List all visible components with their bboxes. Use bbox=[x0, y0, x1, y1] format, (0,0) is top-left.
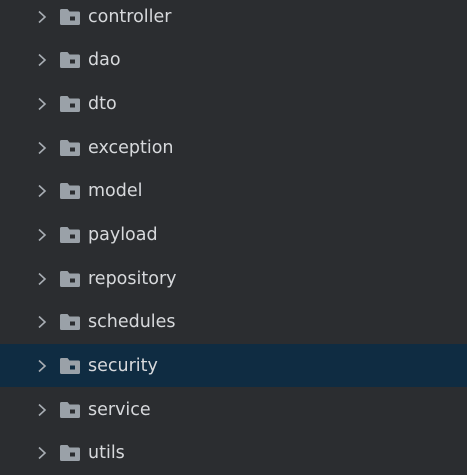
tree-item-dao[interactable]: dao bbox=[0, 39, 467, 82]
tree-item-controller[interactable]: controller bbox=[0, 0, 467, 38]
folder-package-icon bbox=[59, 401, 81, 419]
tree-item-schedules[interactable]: schedules bbox=[0, 301, 467, 344]
chevron-right-icon[interactable] bbox=[35, 446, 49, 460]
folder-package-icon bbox=[59, 313, 81, 331]
tree-item-service[interactable]: service bbox=[0, 388, 467, 431]
folder-package-icon bbox=[59, 8, 81, 26]
folder-package-icon bbox=[59, 357, 81, 375]
tree-item-repository[interactable]: repository bbox=[0, 257, 467, 300]
chevron-right-icon[interactable] bbox=[35, 10, 49, 24]
tree-item-exception[interactable]: exception bbox=[0, 126, 467, 169]
tree-item-label: dto bbox=[88, 93, 117, 114]
tree-item-label: service bbox=[88, 399, 151, 420]
tree-item-label: exception bbox=[88, 137, 174, 158]
folder-package-icon bbox=[59, 226, 81, 244]
folder-package-icon bbox=[59, 182, 81, 200]
tree-item-label: dao bbox=[88, 50, 121, 70]
folder-package-icon bbox=[59, 444, 81, 462]
chevron-right-icon[interactable] bbox=[35, 359, 49, 373]
tree-item-label: utils bbox=[88, 443, 125, 463]
chevron-right-icon[interactable] bbox=[35, 403, 49, 417]
chevron-right-icon[interactable] bbox=[35, 141, 49, 155]
tree-item-label: schedules bbox=[88, 312, 176, 332]
chevron-right-icon[interactable] bbox=[35, 97, 49, 111]
tree-item-model[interactable]: model bbox=[0, 170, 467, 213]
chevron-right-icon[interactable] bbox=[35, 184, 49, 198]
tree-item-label: repository bbox=[88, 268, 177, 289]
tree-item-label: model bbox=[88, 181, 143, 201]
tree-item-label: payload bbox=[88, 225, 158, 245]
folder-package-icon bbox=[59, 270, 81, 288]
tree-item-label: controller bbox=[88, 6, 172, 27]
chevron-right-icon[interactable] bbox=[35, 53, 49, 67]
tree-item-dto[interactable]: dto bbox=[0, 82, 467, 125]
tree-item-label: security bbox=[88, 355, 158, 376]
chevron-right-icon[interactable] bbox=[35, 272, 49, 286]
chevron-right-icon[interactable] bbox=[35, 228, 49, 242]
folder-package-icon bbox=[59, 51, 81, 69]
tree-item-security[interactable]: security bbox=[0, 344, 467, 387]
chevron-right-icon[interactable] bbox=[35, 315, 49, 329]
tree-item-utils[interactable]: utils bbox=[0, 432, 467, 475]
tree-item-payload[interactable]: payload bbox=[0, 214, 467, 257]
folder-package-icon bbox=[59, 95, 81, 113]
folder-package-icon bbox=[59, 139, 81, 157]
